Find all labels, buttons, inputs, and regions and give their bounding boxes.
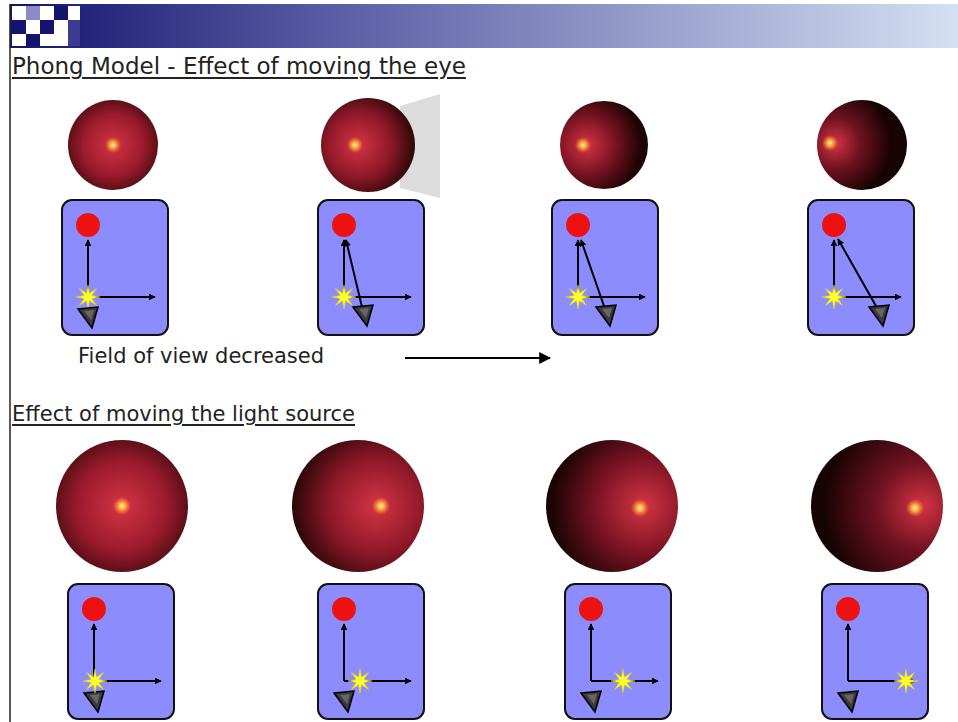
direction-arrow	[405, 357, 550, 359]
scene-panel	[62, 200, 168, 335]
frame-line	[9, 4, 11, 722]
sphere	[292, 440, 424, 572]
header-bar	[10, 4, 958, 48]
heading-wrap: Effect of moving the light source	[12, 402, 355, 426]
sphere	[560, 101, 648, 189]
scene-panel	[822, 584, 928, 719]
section-heading: Effect of moving the light source	[12, 402, 355, 426]
scene-panel	[565, 584, 671, 719]
slide-title: Phong Model - Effect of moving the eye	[12, 53, 466, 79]
sphere	[56, 440, 188, 572]
scene-panel	[318, 584, 424, 719]
heading-wrap: Phong Model - Effect of moving the eye	[12, 53, 466, 79]
scene-panel	[68, 584, 174, 719]
scene-panel	[318, 200, 424, 335]
sphere	[68, 100, 158, 190]
scene-panel	[808, 200, 914, 335]
note-label: Field of view decreased	[78, 344, 324, 368]
sphere	[321, 98, 415, 192]
sphere	[546, 440, 678, 572]
scene-panel	[552, 200, 658, 335]
sphere	[811, 440, 943, 572]
sphere	[817, 100, 907, 190]
checker-logo	[12, 6, 80, 46]
note-wrap: Field of view decreased	[78, 344, 324, 368]
